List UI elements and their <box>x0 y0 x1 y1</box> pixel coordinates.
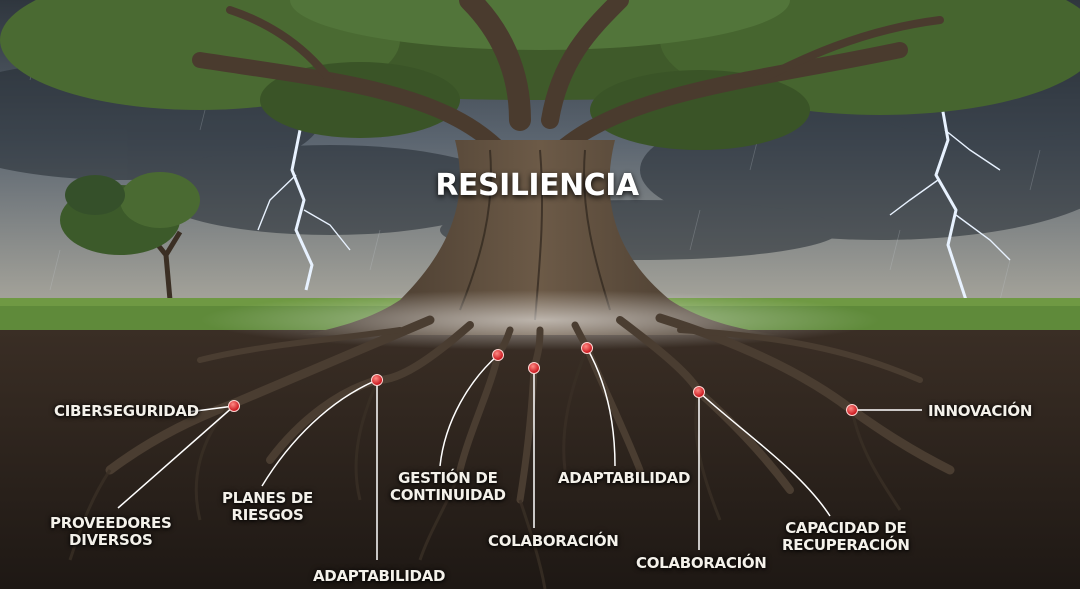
label-line: CIBERSEGURIDAD <box>54 402 199 420</box>
label-line: ADAPTABILIDAD <box>558 469 691 487</box>
label-line: CAPACIDAD DE <box>785 519 907 537</box>
label-line: GESTIÓN DE <box>398 469 498 487</box>
marker-gestion-de-continuidad <box>492 349 504 361</box>
label-line: COLABORACIÓN <box>636 554 767 572</box>
marker-ciberseguridad <box>228 400 240 412</box>
diagram-title: RESILIENCIA <box>435 168 639 203</box>
connector-proveedores-diversos <box>117 405 235 509</box>
connector-capacidad-de-recuperacion <box>698 391 831 517</box>
marker-innovacion <box>846 404 858 416</box>
lightning-left <box>290 129 314 291</box>
marker-colaboracion-1 <box>528 362 540 374</box>
label-capacidad-de-recuperacion: CAPACIDAD DE RECUPERACIÓN <box>782 520 910 554</box>
connector-lines <box>117 347 922 560</box>
lightning-right <box>934 94 968 301</box>
label-gestion-de-continuidad: GESTIÓN DE CONTINUIDAD <box>390 470 506 504</box>
root-markers <box>228 342 858 416</box>
tree-trunk <box>300 140 780 335</box>
label-line: RECUPERACIÓN <box>782 536 910 554</box>
label-line: DIVERSOS <box>69 531 153 549</box>
label-line: INNOVACIÓN <box>928 402 1033 420</box>
label-adaptabilidad: ADAPTABILIDAD <box>313 568 445 585</box>
connector-gestion-de-continuidad <box>439 354 499 467</box>
label-line: COLABORACIÓN <box>488 532 619 550</box>
marker-colaboracion-2 <box>693 386 705 398</box>
label-colaboracion-2: COLABORACIÓN <box>636 555 767 572</box>
connector-adaptabilidad-2 <box>586 347 616 467</box>
label-planes-de-riesgos: PLANES DE RIESGOS <box>222 490 313 524</box>
label-line: ADAPTABILIDAD <box>313 567 446 585</box>
label-line: PLANES DE <box>222 489 313 507</box>
label-adaptabilidad-2: ADAPTABILIDAD <box>558 470 690 487</box>
connector-ciberseguridad <box>187 405 235 413</box>
label-line: CONTINUIDAD <box>390 486 506 504</box>
label-line: PROVEEDORES <box>50 514 172 532</box>
tree-branches <box>192 0 944 158</box>
label-ciberseguridad: CIBERSEGURIDAD <box>54 403 199 420</box>
label-innovacion: INNOVACIÓN <box>928 403 1032 420</box>
label-colaboracion: COLABORACIÓN <box>488 533 619 550</box>
label-proveedores-diversos: PROVEEDORES DIVERSOS <box>50 515 172 549</box>
small-tree <box>60 172 200 301</box>
label-line: RIESGOS <box>231 506 304 524</box>
marker-adaptabilidad-2 <box>581 342 593 354</box>
soil <box>0 330 1080 589</box>
connector-planes-de-riesgos <box>261 379 378 487</box>
marker-planes-de-riesgos <box>371 374 383 386</box>
